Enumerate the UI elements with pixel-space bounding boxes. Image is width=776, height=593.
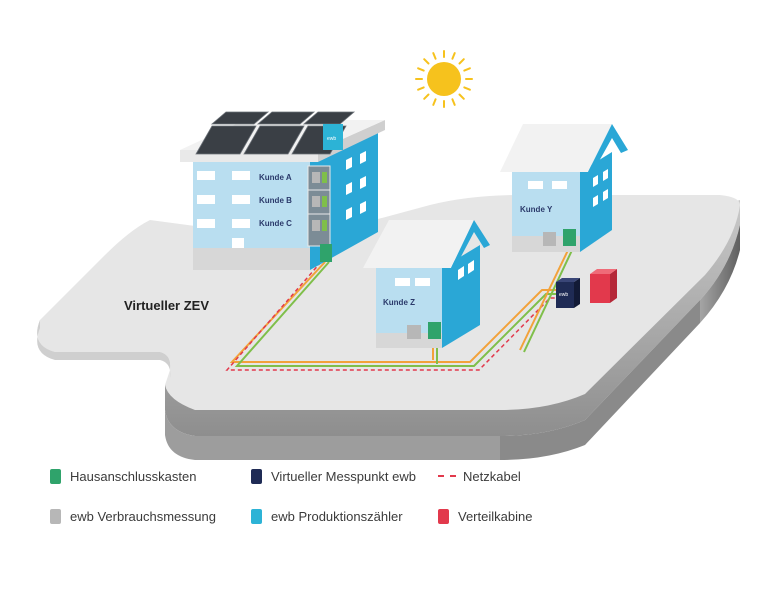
production-meter-brand: ewb — [327, 136, 336, 142]
cable-network — [225, 245, 575, 371]
customer-c-label: Kunde C — [259, 219, 292, 228]
connection-box-apartment — [320, 244, 332, 262]
distribution-cabinet — [590, 269, 617, 303]
apartment-building: Kunde A Kunde B Kunde C ewb — [180, 111, 385, 270]
solar-panels — [195, 111, 356, 155]
consumption-meters — [312, 172, 320, 231]
customer-b-label: Kunde B — [259, 196, 292, 205]
production-meter — [323, 124, 343, 150]
connection-box-y — [563, 229, 576, 246]
sun-icon — [415, 50, 473, 108]
customer-y-label: Kunde Y — [520, 205, 553, 214]
connection-box-z — [428, 322, 441, 339]
house-z: Kunde Z — [363, 220, 490, 348]
zev-label: Virtueller ZEV — [124, 298, 209, 313]
virtual-measuring-point: ewb — [556, 278, 580, 308]
house-y: Kunde Y — [500, 124, 628, 252]
measuring-point-brand: ewb — [559, 292, 568, 298]
customer-a-label: Kunde A — [259, 173, 292, 182]
customer-z-label: Kunde Z — [383, 298, 415, 307]
